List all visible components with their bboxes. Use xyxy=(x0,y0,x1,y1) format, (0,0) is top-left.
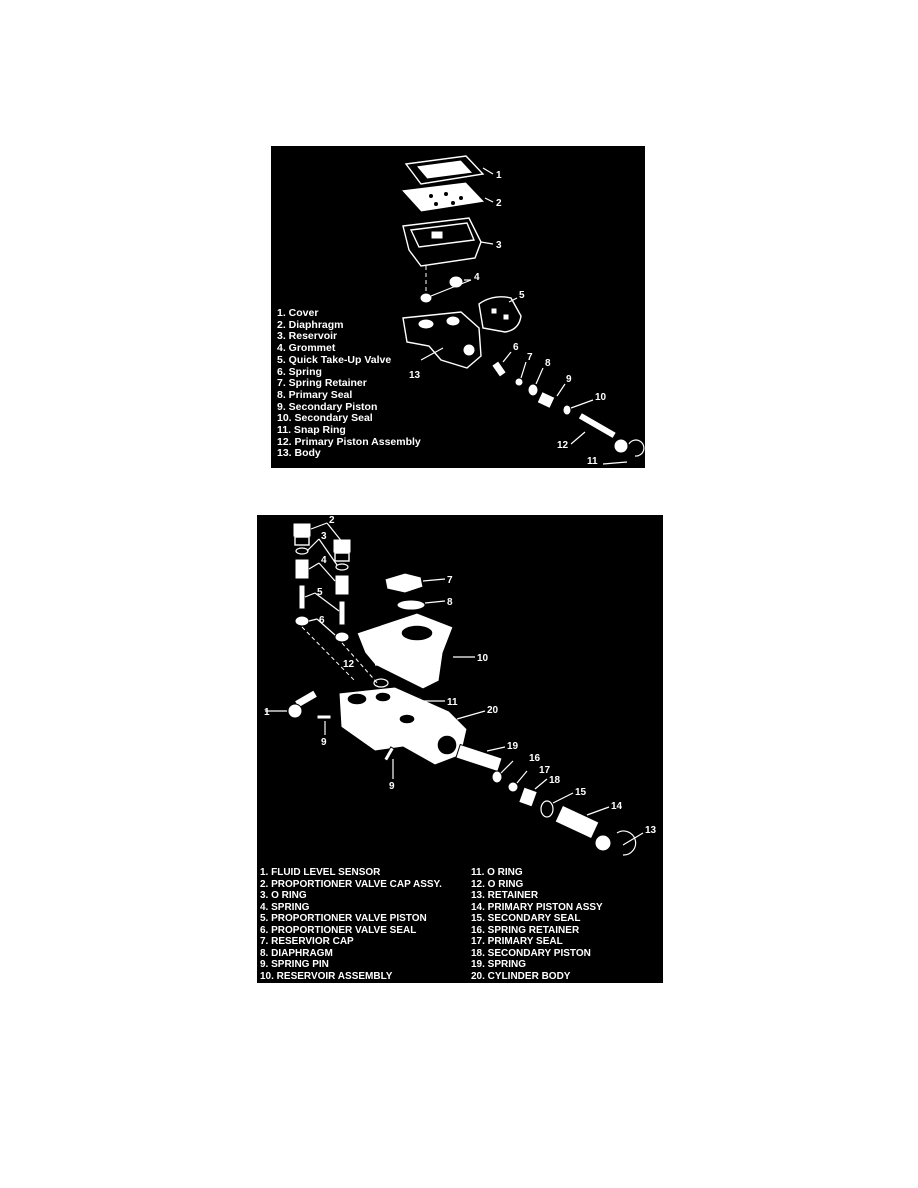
reservoir-assembly-part xyxy=(356,612,454,690)
callout-10: 10 xyxy=(595,392,607,403)
legend-item: 15. SECONDARY SEAL xyxy=(471,913,581,924)
callout-14: 14 xyxy=(611,801,623,812)
legend-item: 7. Spring Retainer xyxy=(277,377,367,390)
legend-item: 8. Primary Seal xyxy=(277,388,353,401)
legend-item: 17. PRIMARY SEAL xyxy=(471,936,563,947)
cover-part xyxy=(404,155,485,185)
legend-item: 3. Reservoir xyxy=(277,330,338,343)
diaphragm-part-bottom xyxy=(396,599,426,611)
legend-item: 2. PROPORTIONER VALVE CAP ASSY. xyxy=(260,878,442,890)
o-ring-parts xyxy=(295,547,349,571)
exploded-view-top: 1 2 3 4 5 6 7 8 9 10 11 12 13 xyxy=(399,155,645,467)
callout-20: 20 xyxy=(487,705,499,716)
legend-item: 16. SPRING RETAINER xyxy=(471,924,580,936)
reservoir-part xyxy=(402,217,482,267)
callout-4: 4 xyxy=(321,555,327,566)
legend-item: 10. Secondary Seal xyxy=(277,412,373,425)
legend-item: 18. SECONDARY PISTON xyxy=(471,947,591,959)
piston-train-parts xyxy=(455,743,637,856)
callout-1: 1 xyxy=(264,707,270,718)
legend-item: 3. O RING xyxy=(260,890,307,901)
callout-11: 11 xyxy=(587,456,598,467)
callout-4: 4 xyxy=(474,272,480,283)
callout-12: 12 xyxy=(343,659,355,670)
cylinder-body-part xyxy=(338,686,468,766)
proportioner-valve-piston-part xyxy=(298,584,346,626)
callout-6: 6 xyxy=(319,615,325,626)
callout-19: 19 xyxy=(507,741,519,752)
callout-8: 8 xyxy=(545,358,551,369)
piston-assembly-parts xyxy=(491,360,645,457)
callout-9-second: 9 xyxy=(389,781,395,792)
callout-3: 3 xyxy=(496,240,502,251)
callout-6: 6 xyxy=(513,342,519,353)
callout-17: 17 xyxy=(539,765,551,776)
callout-8: 8 xyxy=(447,597,453,608)
legend-item: 11. O RING xyxy=(471,867,523,878)
callout-15: 15 xyxy=(575,787,587,798)
leader-lines-bottom xyxy=(265,522,644,846)
diaphragm-part xyxy=(399,181,487,213)
legend-item: 1. Cover xyxy=(277,307,319,319)
parts-legend-top: 1. Cover 2. Diaphragm 3. Reservoir 4. Gr… xyxy=(277,307,421,460)
callout-2: 2 xyxy=(329,515,335,526)
exploded-view-bottom: 1 2 3 4 5 6 7 8 9 9 10 11 12 13 14 15 16… xyxy=(264,515,657,856)
reservoir-cap-part xyxy=(384,572,424,594)
legend-item: 5. Quick Take-Up Valve xyxy=(277,353,392,366)
callout-16: 16 xyxy=(529,753,541,764)
callout-13: 13 xyxy=(409,370,421,381)
quick-take-up-valve-part xyxy=(478,296,522,333)
callout-9: 9 xyxy=(566,374,572,385)
legend-item: 8. DIAPHRAGM xyxy=(260,947,333,959)
legend-item: 6. Spring xyxy=(277,365,322,378)
legend-item: 5. PROPORTIONER VALVE PISTON xyxy=(260,913,427,924)
legend-item: 13. Body xyxy=(277,447,321,460)
legend-item: 11. Snap Ring xyxy=(277,424,346,437)
callout-7: 7 xyxy=(447,575,453,586)
parts-legend-bottom-right: 11. O RING 12. O RING 13. RETAINER 14. P… xyxy=(471,867,603,982)
callout-3: 3 xyxy=(321,531,327,542)
callout-5: 5 xyxy=(519,290,525,301)
legend-item: 7. RESERVIOR CAP xyxy=(260,936,354,947)
legend-item: 14. PRIMARY PISTON ASSY xyxy=(471,901,603,913)
legend-item: 4. SPRING xyxy=(260,901,310,913)
legend-item: 12. O RING xyxy=(471,878,524,890)
fluid-level-sensor-part xyxy=(287,689,319,719)
legend-item: 9. SPRING PIN xyxy=(260,959,329,970)
legend-item: 12. Primary Piston Assembly xyxy=(277,435,421,448)
master-cylinder-diagram-bottom: 1 2 3 4 5 6 7 8 9 9 10 11 12 13 14 15 16… xyxy=(257,515,663,983)
legend-item: 1. FLUID LEVEL SENSOR xyxy=(260,867,381,878)
callout-7: 7 xyxy=(527,352,533,363)
master-cylinder-diagram-top: 1 2 3 4 5 6 7 8 9 10 11 12 13 1. Cover 2… xyxy=(271,146,645,468)
callout-9: 9 xyxy=(321,737,327,748)
legend-item: 2. Diaphragm xyxy=(277,318,344,331)
body-part xyxy=(402,311,482,369)
callout-13: 13 xyxy=(645,825,657,836)
callout-12: 12 xyxy=(557,440,569,451)
legend-item: 13. RETAINER xyxy=(471,890,539,901)
callout-5: 5 xyxy=(317,587,323,598)
callout-10: 10 xyxy=(477,653,489,664)
legend-item: 20. CYLINDER BODY xyxy=(471,970,571,982)
legend-item: 6. PROPORTIONER VALVE SEAL xyxy=(260,924,417,936)
leader-lines-top xyxy=(420,167,628,465)
callout-1: 1 xyxy=(496,170,502,181)
parts-legend-bottom-left: 1. FLUID LEVEL SENSOR 2. PROPORTIONER VA… xyxy=(260,867,442,982)
callout-2: 2 xyxy=(496,198,502,209)
proportioner-valve-cap-part xyxy=(292,522,352,562)
legend-item: 19. SPRING xyxy=(471,959,527,970)
legend-item: 9. Secondary Piston xyxy=(277,400,378,413)
callout-18: 18 xyxy=(549,775,561,786)
callout-11: 11 xyxy=(447,697,458,708)
legend-item: 4. Grommet xyxy=(277,342,336,355)
legend-item: 10. RESERVOIR ASSEMBLY xyxy=(260,970,393,982)
